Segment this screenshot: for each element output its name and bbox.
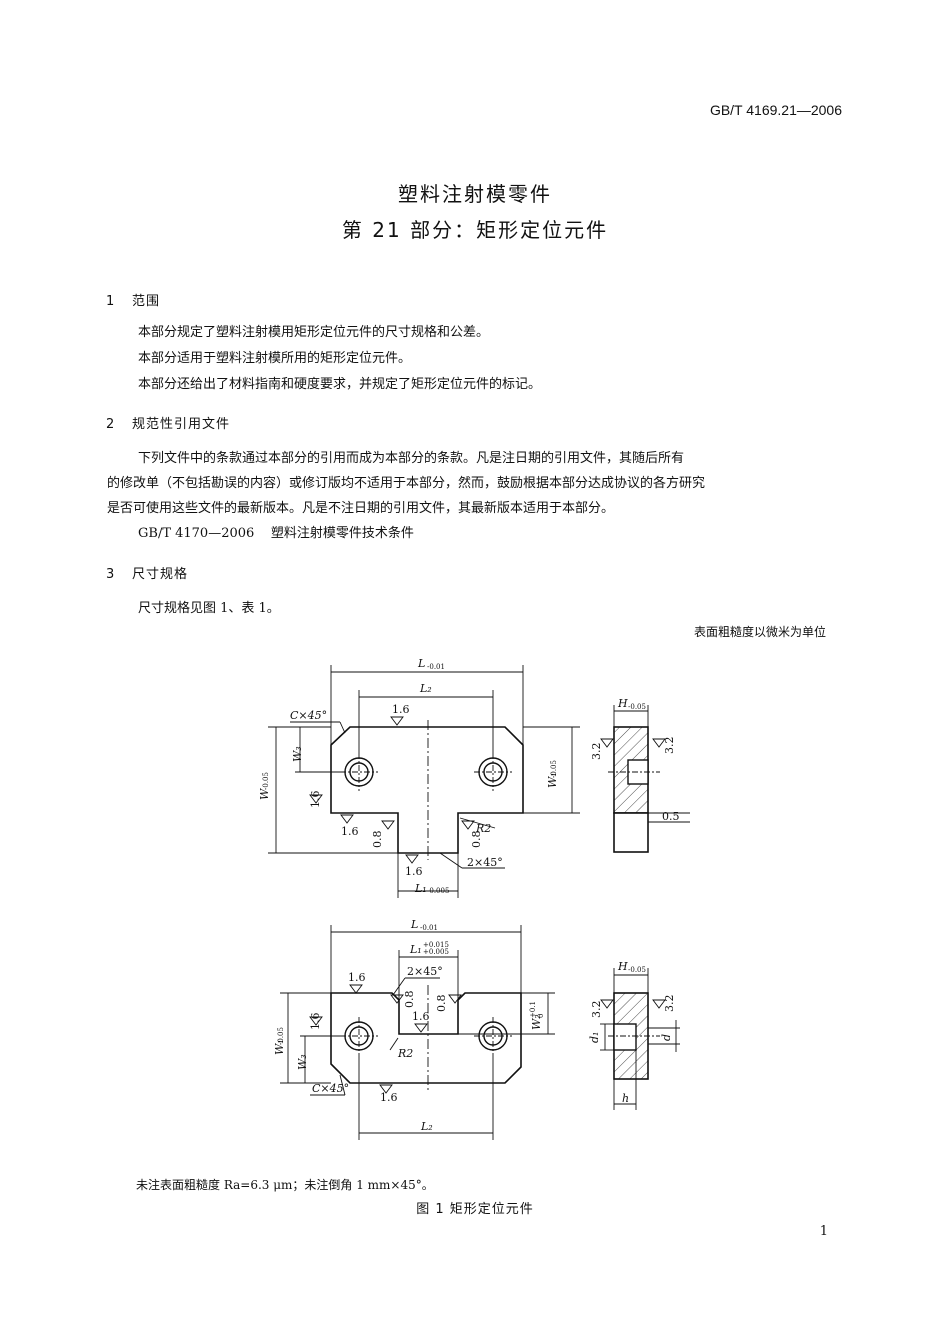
dim-R2: R2 — [475, 822, 491, 835]
section-title: 尺寸规格 — [132, 567, 189, 582]
dim-L2: L₂ — [420, 1120, 433, 1133]
rough-value: 3.2 — [590, 743, 603, 761]
dim-W1: W₁ — [546, 772, 559, 788]
section-2-heading: 2 规范性引用文件 — [106, 413, 230, 432]
dim-chamfer-2x45: 2×45° — [407, 965, 443, 978]
dim-h: h — [622, 1092, 629, 1105]
rough-value: 1.6 — [309, 1013, 322, 1031]
dim-L1-tol-upper: +0.015 — [423, 941, 449, 949]
dim-L2: L₂ — [419, 682, 432, 695]
section-1-heading: 1 范围 — [106, 290, 160, 309]
rough-value: 1.6 — [405, 865, 423, 878]
rough-value: 1.6 — [348, 971, 366, 984]
dim-L1: L₁ — [409, 943, 422, 956]
dim-L1-tol-lower: +0.005 — [423, 948, 449, 956]
dim-L-tol: -0.01 — [427, 663, 445, 671]
paragraph: 本部分适用于塑料注射模所用的矩形定位元件。 — [138, 351, 412, 366]
rough-value: 1.6 — [341, 825, 359, 838]
paragraph: 本部分规定了塑料注射模用矩形定位元件的尺寸规格和公差。 — [138, 325, 490, 340]
paragraph: 本部分还给出了材料指南和硬度要求，并规定了矩形定位元件的标记。 — [138, 377, 542, 392]
rough-value: 3.2 — [663, 995, 676, 1013]
figure-note: 未注表面粗糙度 Ra=6.3 μm；未注倒角 1 mm×45°。 — [136, 1178, 434, 1192]
dim-chamfer-C: C×45° — [290, 709, 327, 722]
top-side-view — [600, 705, 690, 853]
paragraph-line: 的修改单（不包括勘误的内容）或修订版均不适用于本部分，然而，鼓励根据本部分达成协… — [107, 476, 706, 491]
section-3-heading: 3 尺寸规格 — [106, 563, 188, 582]
dim-gap: 0.5 — [662, 810, 680, 823]
rough-value: 3.2 — [663, 737, 676, 755]
dim-chamfer-C: C×45° — [312, 1082, 349, 1095]
dim-W1: W₁ — [273, 1039, 286, 1055]
figure-1-drawing: L -0.01 L₂ C×45° 1.6 W -0.05 W₃ 1.6 1.6 … — [258, 657, 690, 1140]
dim-W-tol: -0.05 — [262, 772, 270, 790]
section-number: 3 — [106, 567, 116, 582]
unit-note: 表面粗糙度以微米为单位 — [693, 625, 826, 639]
dim-H-tol: -0.05 — [628, 703, 646, 711]
section-title: 规范性引用文件 — [132, 417, 231, 432]
section-number: 2 — [106, 417, 116, 432]
dim-W1-tol: -0.05 — [277, 1027, 285, 1045]
dim-d1: d₁ — [588, 1032, 601, 1043]
rough-value: 1.6 — [380, 1091, 398, 1104]
dim-W2: W₂ — [530, 1014, 543, 1030]
dim-W3: W₃ — [291, 746, 304, 762]
dim-H: H — [617, 960, 628, 973]
section-number: 1 — [106, 294, 116, 309]
rough-value: 1.6 — [309, 791, 322, 809]
bottom-front-view — [280, 925, 555, 1140]
rough-value: 0.8 — [403, 991, 416, 1009]
rough-value: 0.8 — [371, 831, 384, 849]
dim-W3: W₃ — [296, 1054, 309, 1070]
document-title: 塑料注射模零件 — [398, 182, 552, 206]
rough-value: 0.8 — [470, 831, 483, 849]
dim-L1: L₁ — [414, 882, 427, 895]
standard-code: GB/T 4169.21—2006 — [709, 102, 842, 118]
dim-d: d — [660, 1034, 673, 1041]
rough-value: 1.6 — [392, 703, 410, 716]
dim-L: L — [410, 918, 418, 931]
document-subtitle: 第 21 部分：矩形定位元件 — [341, 218, 609, 242]
dim-W: W — [258, 787, 271, 800]
rough-value: 3.2 — [590, 1001, 603, 1019]
page-number: 1 — [819, 1224, 828, 1239]
rough-value: 0.8 — [435, 995, 448, 1013]
dim-W1-tol: -0.05 — [550, 760, 558, 778]
bottom-side-view — [600, 968, 680, 1110]
rough-value: 1.6 — [412, 1010, 430, 1023]
dim-chamfer-2x45: 2×45° — [467, 856, 503, 869]
dim-H-tol: -0.05 — [628, 966, 646, 974]
figure-caption: 图 1 矩形定位元件 — [416, 1202, 534, 1217]
dim-L1-tol: -0.005 — [427, 887, 449, 895]
dim-W2-tol-lower: 0 — [537, 1014, 545, 1018]
dim-H: H — [617, 697, 628, 710]
dim-W2-tol-upper: +0.1 — [529, 1001, 537, 1018]
paragraph: 尺寸规格见图 1、表 1。 — [138, 601, 280, 616]
dim-L: L — [417, 657, 425, 670]
top-front-view — [268, 665, 580, 898]
paragraph-line: 是否可使用这些文件的最新版本。凡是不注日期的引用文件，其最新版本适用于本部分。 — [107, 501, 615, 516]
paragraph-line: 下列文件中的条款通过本部分的引用而成为本部分的条款。凡是注日期的引用文件，其随后… — [138, 451, 685, 466]
normative-reference: GB/T 4170—2006 塑料注射模零件技术条件 — [138, 526, 414, 541]
section-title: 范围 — [132, 294, 161, 309]
dim-L-tol: -0.01 — [420, 924, 438, 932]
dim-R2: R2 — [397, 1047, 413, 1060]
